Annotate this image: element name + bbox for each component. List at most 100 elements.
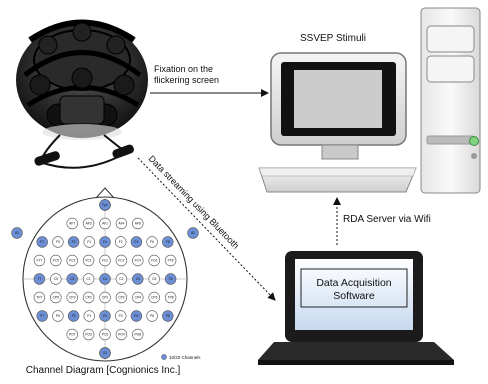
electrode-afz [99,217,111,230]
electrode-label-t8: T8 [169,277,173,281]
electrode-c1 [82,273,95,285]
electrode-label-af7: AF7 [69,222,75,226]
electrode-a2 [187,227,199,239]
electrode-tp8 [164,291,177,304]
electrode-p7 [36,310,48,322]
electrode-label-fp2: Fp2 [102,203,108,207]
electrode-label-t7: T7 [37,277,41,281]
electrode-f2 [114,236,127,248]
electrode-label-tp8: TP8 [168,296,174,300]
electrode-po4 [115,328,128,341]
electrode-label-f3: F3 [72,240,76,244]
electrode-label-p6: P6 [150,314,154,318]
electrode-fz [99,236,111,248]
electrode-o2 [99,347,111,359]
electrode-t8 [164,273,177,285]
daq-label-line1: Data Acquisition [316,277,391,289]
electrode-label-fc5: FC5 [53,259,59,263]
electrode-c3 [66,273,78,285]
nose-outline [95,187,115,199]
stimulus-monitor [258,52,417,193]
electrode-cp2 [115,291,128,304]
electrode-p5 [52,310,64,322]
electrode-label-af3: AF3 [86,222,92,226]
electrode-cp3 [66,291,78,304]
channel-diagram: Fp1FpzFp2AF7AF3AFzAF4AF8F7F5F3F1FzF2F4F6… [11,187,201,362]
channel-diagram-caption: Channel Diagram [Cognionics Inc.] [26,365,181,376]
electrode-label-f5: F5 [56,240,60,244]
electrode-af4 [115,217,128,230]
electrode-label-f6: F6 [150,240,154,244]
electrode-label-af8: AF8 [135,222,141,226]
electrode-fc1 [82,254,95,267]
bluetooth-arrow [137,157,276,301]
electrode-label-fc3: FC3 [69,259,75,263]
electrode-a1 [11,227,23,239]
electrode-label-cp3: CP3 [69,296,76,300]
daq-label-line2: Software [333,290,375,302]
electrode-cp4 [132,291,144,304]
electrode-label-p5: P5 [56,314,60,318]
electrode-label-cp2: CP2 [118,296,125,300]
electrode-ft7 [33,254,46,267]
electrode-f6 [146,236,158,248]
electrode-label-fcz: FCz [102,259,108,263]
electrode-label-p7: P7 [40,314,44,318]
electrode-label-p3: P3 [72,314,76,318]
legend-swatch [161,354,167,360]
electrode-tp7 [33,291,46,304]
electrode-f4 [130,236,143,248]
electrode-label-ft8: FT8 [168,259,174,263]
electrode-label-cpz: CPz [102,296,109,300]
electrode-fc2 [115,254,128,267]
electrode-label-p2: P2 [119,314,123,318]
eeg-headset-image [16,19,148,169]
electrode-label-o2: O2 [103,351,108,355]
electrode-f1 [83,236,96,248]
electrode-p3 [67,310,80,322]
electrode-cz [99,273,111,285]
electrode-p6 [146,310,158,322]
electrode-af3 [82,217,95,230]
ssvep-stimuli-label: SSVEP Stimuli [300,33,366,44]
electrode-label-po7: PO7 [69,333,76,337]
channel-legend: 10/20 Channels [161,354,201,360]
electrode-c5 [50,273,62,285]
electrode-cp5 [50,291,62,304]
electrode-label-pz: Pz [103,314,107,318]
electrode-po7 [66,328,78,341]
electrode-label-po8: PO8 [134,333,141,337]
electrode-label-fc2: FC2 [118,259,124,263]
electrode-label-cz: Cz [103,277,107,281]
electrode-label-f2: F2 [119,240,123,244]
electrode-fc5 [50,254,62,267]
electrode-p1 [83,310,96,322]
electrode-label-c6: C6 [152,277,156,281]
electrode-label-fz: Fz [103,240,107,244]
electrode-label-f8: F8 [166,240,170,244]
electrode-label-f4: F4 [134,240,138,244]
electrode-f5 [52,236,64,248]
electrode-label-afz: AFz [102,222,108,226]
electrode-c2 [115,273,128,285]
electrode-cp6 [148,291,160,304]
electrode-ft8 [164,254,177,267]
electrode-poz [99,328,111,341]
electrode-label-p8: P8 [166,314,170,318]
electrode-label-f1: F1 [87,240,91,244]
electrode-p4 [130,310,143,322]
electrode-label-p1: P1 [87,314,91,318]
electrode-fp2 [99,199,111,211]
electrode-label-cp6: CP6 [151,296,158,300]
electrode-label-cp5: CP5 [53,296,60,300]
electrode-label-poz: POz [102,333,109,337]
electrode-label-a1: A1 [15,231,19,235]
electrode-label-c4: C4 [136,277,140,281]
electrode-label-c5: C5 [54,277,58,281]
electrode-fc4 [132,254,144,267]
electrode-label-fc1: FC1 [85,259,91,263]
electrode-p8 [162,310,174,322]
electrode-label-c2: C2 [119,277,123,281]
electrode-af7 [66,217,78,230]
